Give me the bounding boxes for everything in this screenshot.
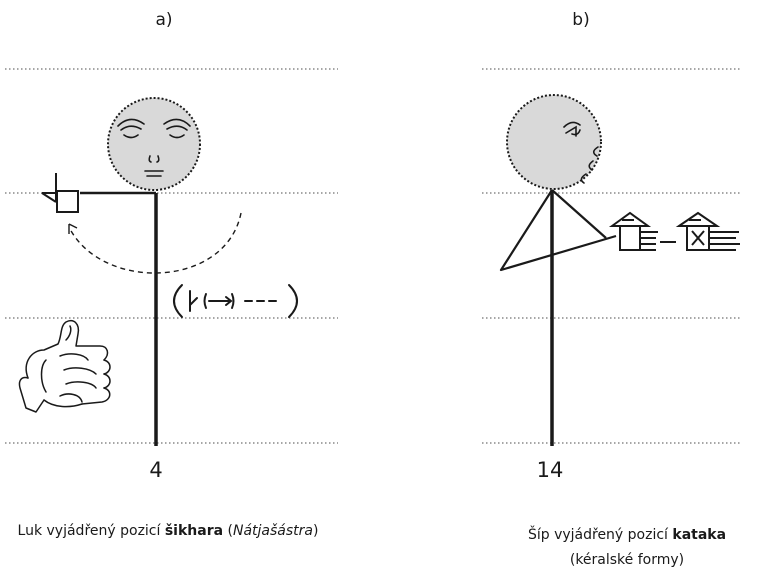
figure-a bbox=[18, 97, 298, 446]
thumbs-up-hand-icon bbox=[18, 320, 111, 413]
caption-b-prefix: Šíp vyjádřený pozicí bbox=[527, 527, 673, 543]
arms-b bbox=[499, 189, 617, 272]
caption-a-close-paren: ) bbox=[313, 523, 319, 539]
face-a bbox=[117, 118, 191, 177]
panel-label-b: b) bbox=[572, 10, 590, 30]
notation-a bbox=[173, 284, 298, 318]
caption-a-prefix: Luk vyjádřený pozicí bbox=[17, 523, 165, 539]
caption-a: Luk vyjádřený pozicí šikhara (Nátjašástr… bbox=[18, 523, 319, 539]
hand-symbol-a bbox=[41, 173, 79, 213]
figure-b bbox=[499, 94, 740, 446]
hand-symbol-b1 bbox=[608, 211, 658, 251]
caption-a-term: šikhara bbox=[164, 523, 224, 539]
caption-b: Šíp vyjádřený pozicí kataka (kéralské fo… bbox=[528, 523, 726, 573]
caption-a-open-paren: ( bbox=[223, 523, 233, 539]
guide-lines bbox=[5, 68, 740, 444]
figure-number-a: 4 bbox=[149, 458, 163, 482]
figure-number-b: 14 bbox=[536, 458, 564, 482]
head-a bbox=[107, 97, 201, 191]
caption-a-source: Nátjašástra bbox=[232, 523, 313, 539]
face-b bbox=[563, 121, 599, 184]
caption-b-term: kataka bbox=[672, 527, 727, 543]
head-b bbox=[506, 94, 602, 190]
motion-arc-a bbox=[69, 212, 242, 274]
hand-symbol-b2 bbox=[675, 211, 740, 251]
caption-b-line2: (kéralské formy) bbox=[569, 552, 685, 568]
caption-b-line1: Šíp vyjádřený pozicí kataka bbox=[528, 523, 726, 548]
panel-label-a: a) bbox=[155, 10, 173, 30]
arc-arrowhead-a bbox=[68, 223, 78, 234]
